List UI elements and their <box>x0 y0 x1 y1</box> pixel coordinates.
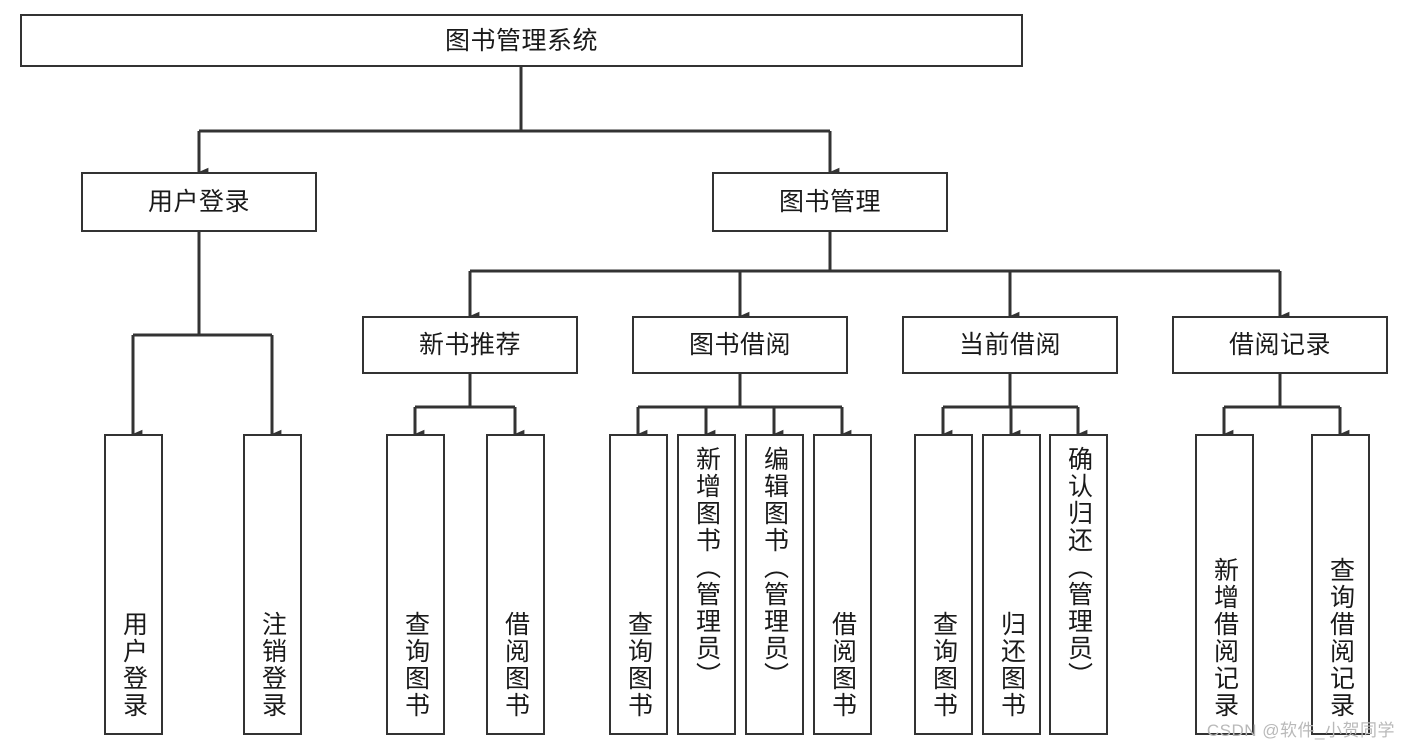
node-leaf-query-record-label: 查询借阅记录 <box>1326 557 1355 719</box>
node-leaf-confirm-return[interactable]: 确认归还（管理员） <box>1049 434 1108 735</box>
node-new-book-recommend[interactable]: 新书推荐 <box>362 316 578 374</box>
node-root-label: 图书管理系统 <box>444 26 598 55</box>
node-leaf-return-book[interactable]: 归还图书 <box>982 434 1041 735</box>
edge-paths <box>131 67 1350 439</box>
node-leaf-borrow-book-1[interactable]: 借阅图书 <box>486 434 545 735</box>
node-leaf-add-book[interactable]: 新增图书（管理员） <box>677 434 736 735</box>
node-leaf-edit-book-label: 编辑图书（管理员） <box>760 446 789 689</box>
node-leaf-borrow-book-2[interactable]: 借阅图书 <box>813 434 872 735</box>
node-borrow-record[interactable]: 借阅记录 <box>1172 316 1388 374</box>
node-user-login-label: 用户登录 <box>147 188 250 216</box>
node-leaf-query-book-3-label: 查询图书 <box>929 611 958 719</box>
node-leaf-return-book-label: 归还图书 <box>997 611 1026 719</box>
node-leaf-query-book-2-label: 查询图书 <box>624 611 653 719</box>
node-current-borrow-label: 当前借阅 <box>958 331 1061 359</box>
node-leaf-query-book-2[interactable]: 查询图书 <box>609 434 668 735</box>
node-leaf-add-record-label: 新增借阅记录 <box>1210 557 1239 719</box>
node-leaf-borrow-book-2-label: 借阅图书 <box>828 611 857 719</box>
node-current-borrow[interactable]: 当前借阅 <box>902 316 1118 374</box>
node-leaf-add-book-label: 新增图书（管理员） <box>692 446 721 689</box>
node-leaf-query-record[interactable]: 查询借阅记录 <box>1311 434 1370 735</box>
csdn-watermark: CSDN @软件_小贺同学 <box>1206 721 1395 740</box>
node-leaf-query-book-1-label: 查询图书 <box>401 611 430 719</box>
node-leaf-logout[interactable]: 注销登录 <box>243 434 302 735</box>
node-leaf-confirm-return-label: 确认归还（管理员） <box>1064 446 1093 689</box>
node-leaf-borrow-book-1-label: 借阅图书 <box>501 611 530 719</box>
node-new-book-recommend-label: 新书推荐 <box>418 331 521 359</box>
node-leaf-user-login[interactable]: 用户登录 <box>104 434 163 735</box>
node-leaf-query-book-3[interactable]: 查询图书 <box>914 434 973 735</box>
node-user-login[interactable]: 用户登录 <box>81 172 317 232</box>
node-leaf-edit-book[interactable]: 编辑图书（管理员） <box>745 434 804 735</box>
node-leaf-user-login-label: 用户登录 <box>119 611 148 719</box>
node-book-borrow[interactable]: 图书借阅 <box>632 316 848 374</box>
node-book-manage[interactable]: 图书管理 <box>712 172 948 232</box>
node-book-borrow-label: 图书借阅 <box>688 331 791 359</box>
node-book-manage-label: 图书管理 <box>778 188 881 216</box>
node-root[interactable]: 图书管理系统 <box>20 14 1023 67</box>
node-leaf-add-record[interactable]: 新增借阅记录 <box>1195 434 1254 735</box>
node-leaf-query-book-1[interactable]: 查询图书 <box>386 434 445 735</box>
node-leaf-logout-label: 注销登录 <box>258 611 287 719</box>
node-borrow-record-label: 借阅记录 <box>1228 331 1331 359</box>
